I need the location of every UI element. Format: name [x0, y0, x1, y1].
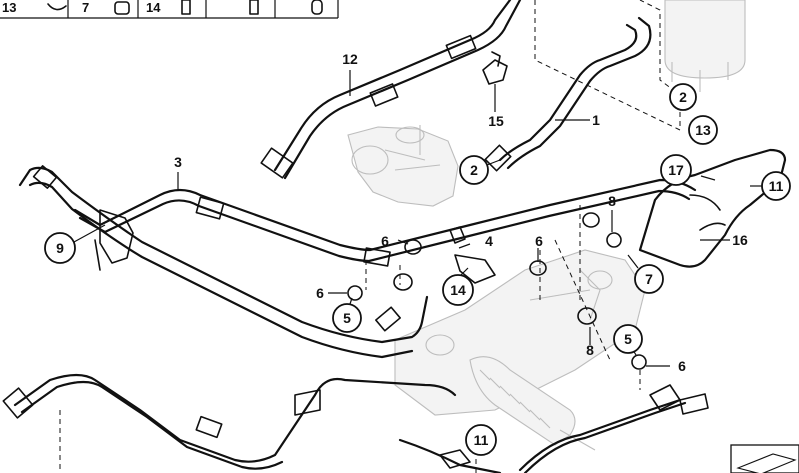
legend-number-7: 7: [82, 0, 89, 15]
seal-ring-icon: [114, 1, 130, 15]
label-1: 1: [592, 112, 600, 128]
svg-text:7: 7: [645, 271, 653, 287]
svg-text:17: 17: [668, 162, 684, 178]
legend-number-14: 14: [146, 0, 161, 15]
power-steering-pump: [347, 125, 459, 207]
svg-text:11: 11: [474, 432, 489, 448]
fluid-reservoir: [664, 0, 746, 92]
callout-17: 17: [660, 154, 692, 186]
callout-2-upper: 2: [669, 83, 697, 111]
pressure-line-lower: [2, 373, 709, 473]
hose-1: [484, 16, 652, 172]
label-3: 3: [174, 154, 182, 170]
bolt-icon: [181, 0, 191, 15]
svg-text:14: 14: [450, 282, 466, 298]
label-15: 15: [488, 113, 504, 129]
svg-text:13: 13: [695, 122, 711, 138]
label-16: 16: [732, 232, 748, 248]
svg-text:9: 9: [56, 240, 64, 256]
label-6-b: 6: [535, 233, 543, 249]
clamp-icon: [47, 3, 67, 11]
label-8-a: 8: [608, 193, 616, 209]
callout-5-right: 5: [613, 324, 643, 354]
svg-text:11: 11: [769, 178, 784, 194]
reference-box: [730, 444, 799, 473]
label-12: 12: [342, 51, 358, 67]
dashed-guides: [59, 0, 681, 473]
callout-14: 14: [442, 274, 474, 306]
label-6-d: 6: [678, 358, 686, 374]
callout-11-right: 11: [761, 171, 791, 201]
label-6-c: 6: [316, 285, 324, 301]
svg-text:2: 2: [679, 89, 687, 105]
screw-icon: [249, 0, 259, 15]
label-8-b: 8: [586, 342, 594, 358]
legend-number-13: 13: [2, 0, 16, 15]
steering-gear: [394, 249, 646, 451]
svg-text:2: 2: [470, 162, 478, 178]
callout-2-lower: 2: [459, 155, 489, 185]
callout-13: 13: [688, 115, 718, 145]
callout-11-bottom: 11: [465, 424, 497, 456]
clamp-15: [482, 51, 508, 85]
callout-5-left: 5: [332, 303, 362, 333]
svg-text:5: 5: [624, 331, 632, 347]
hose-12: [260, 0, 522, 180]
label-4: 4: [485, 233, 493, 249]
callout-9: 9: [44, 232, 76, 264]
leader-lines: [73, 70, 762, 367]
callout-7: 7: [634, 264, 664, 294]
legend-strip: 13 7 14: [0, 0, 339, 19]
svg-text:5: 5: [343, 310, 351, 326]
cap-icon: [311, 0, 323, 15]
label-6-a: 6: [381, 233, 389, 249]
bracket-9: [94, 209, 134, 271]
